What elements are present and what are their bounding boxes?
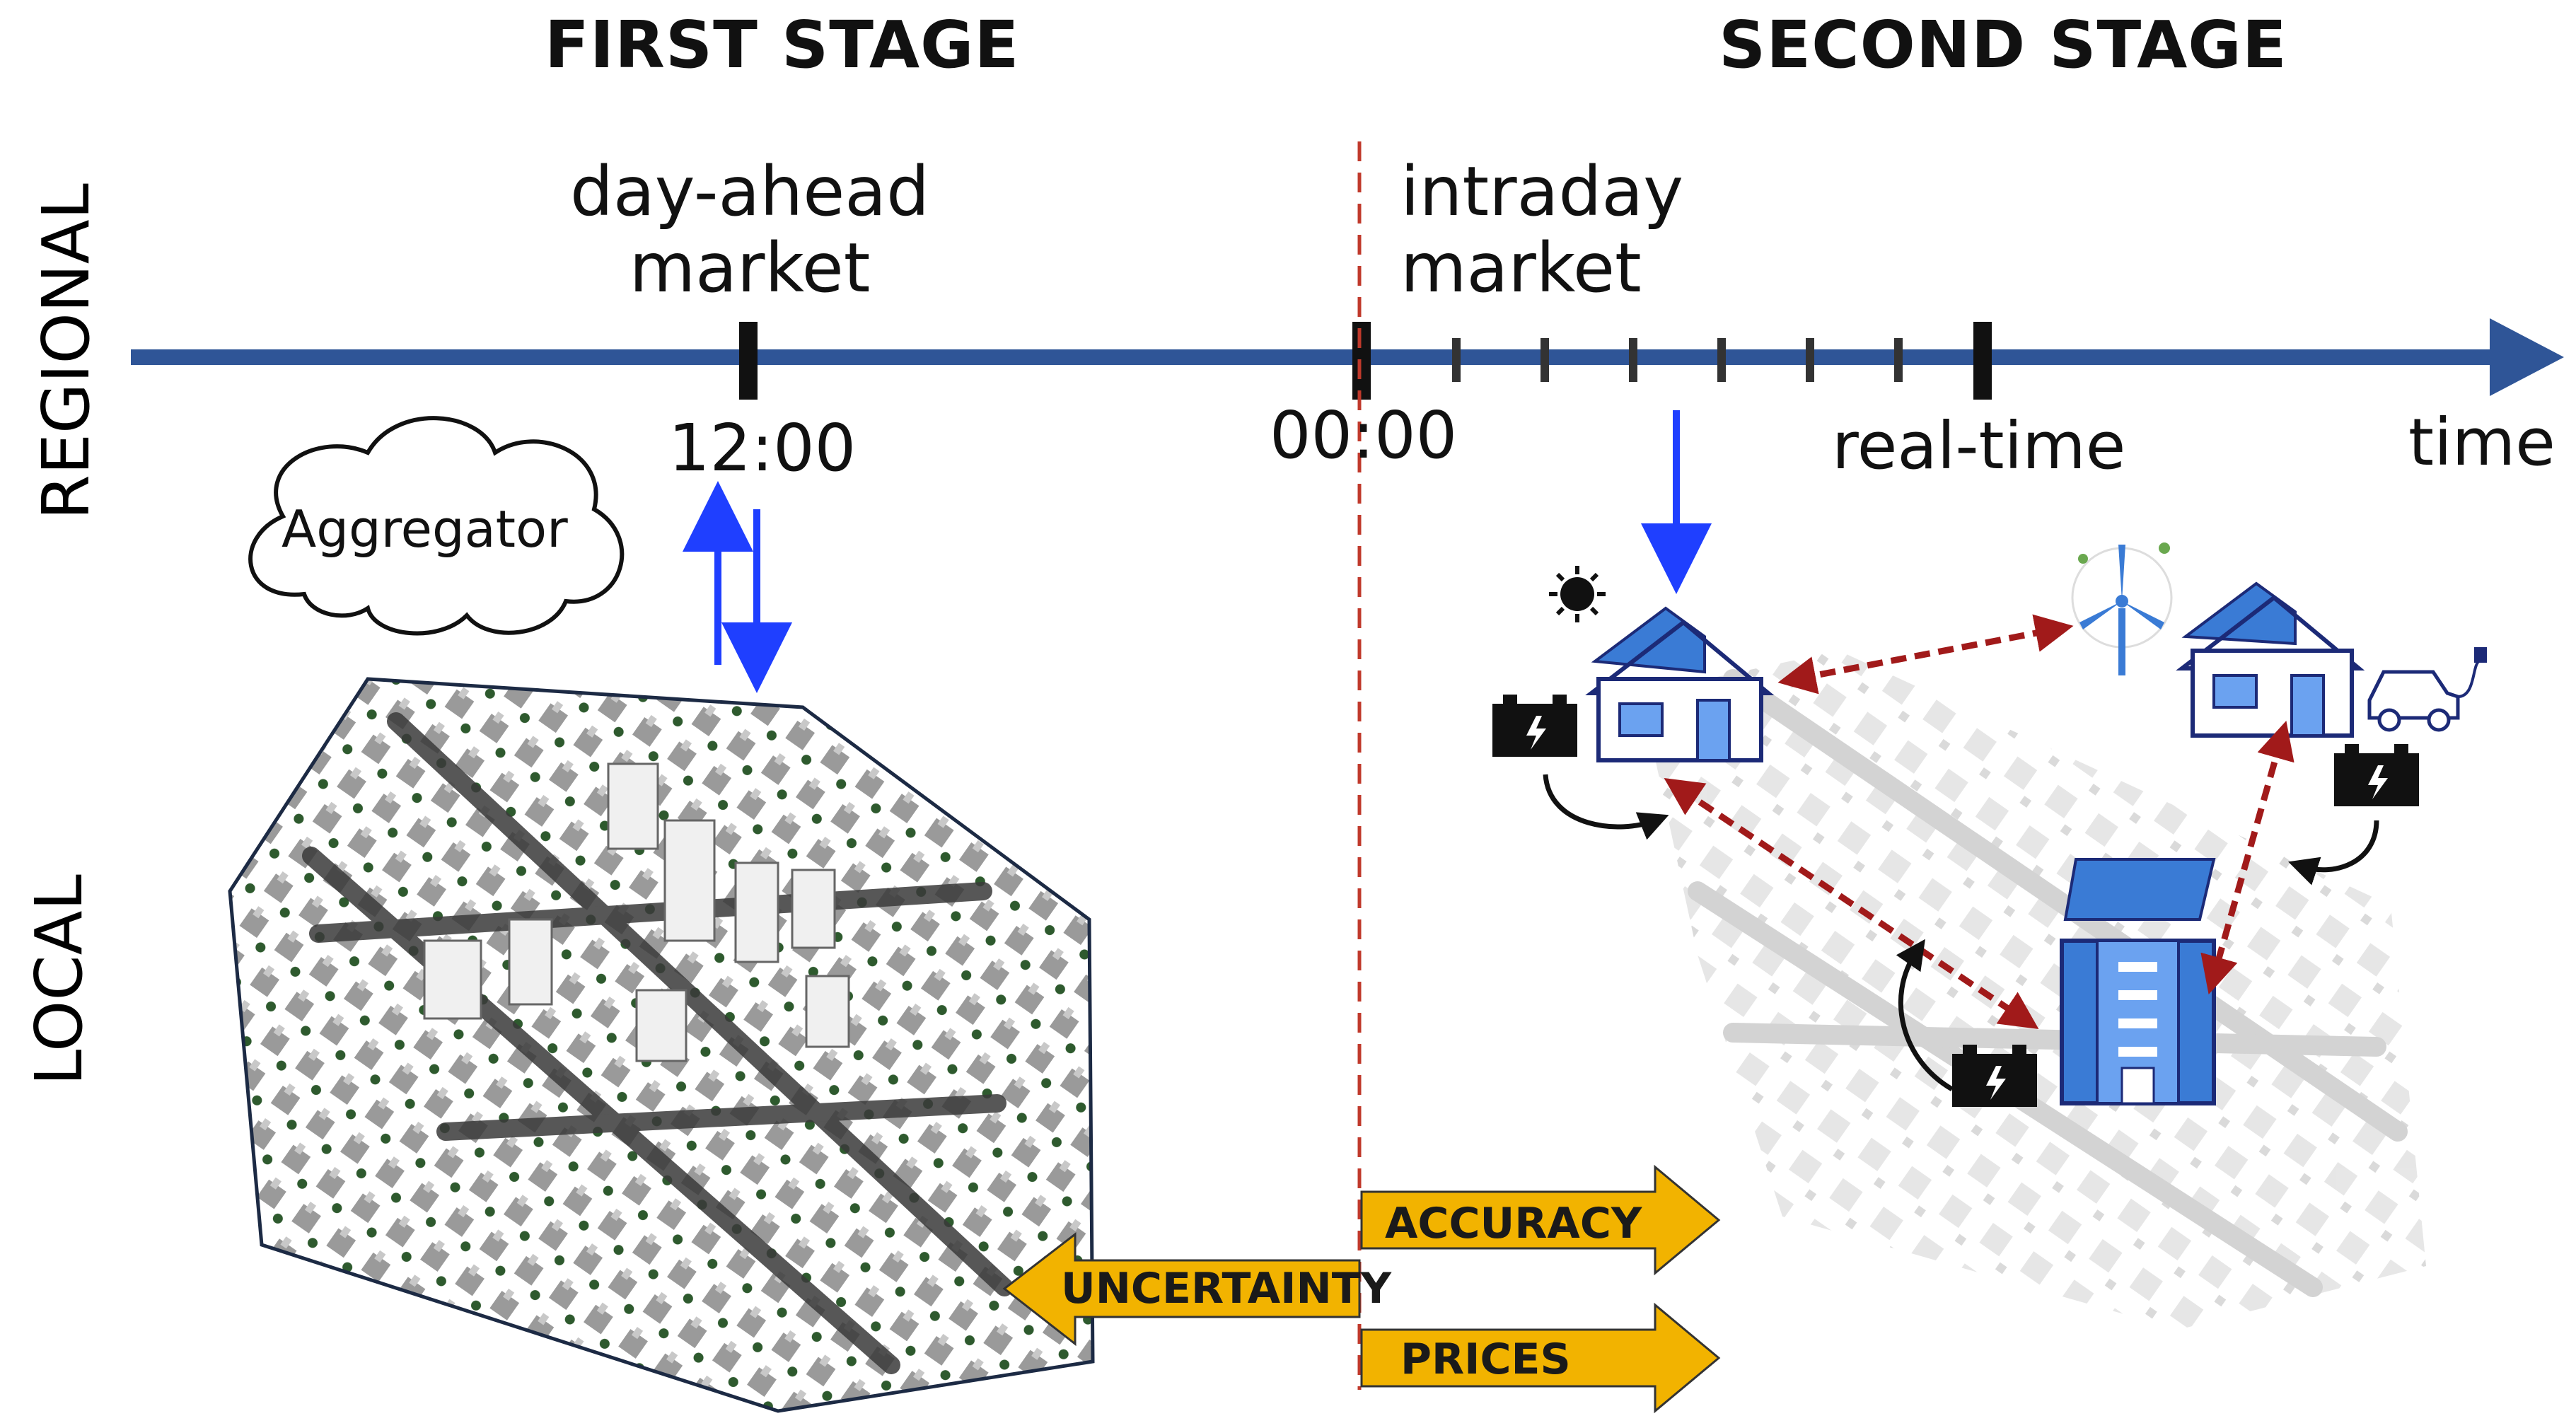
battery-icon-right bbox=[2334, 744, 2419, 806]
intraday-ticks bbox=[1452, 338, 1903, 382]
day-ahead-market-label: day-ahead market bbox=[552, 152, 948, 308]
uncertainty-label: UNCERTAINTY bbox=[1061, 1264, 1392, 1313]
time-axis-label: time bbox=[2408, 405, 2555, 480]
real-time-label: real-time bbox=[1832, 408, 2126, 484]
second-stage-title: SECOND STAGE bbox=[1719, 7, 2287, 83]
regional-label: REGIONAL bbox=[28, 183, 104, 520]
local-city-map bbox=[228, 677, 1095, 1413]
label-arrows bbox=[1002, 1164, 1721, 1414]
electric-car-icon bbox=[2367, 647, 2487, 732]
battery-icon-left bbox=[1492, 695, 1577, 757]
battery-charge-arrows bbox=[1543, 774, 2379, 1092]
intraday-line1: intraday bbox=[1400, 152, 1684, 231]
noon-label: 12:00 bbox=[668, 410, 857, 486]
first-stage-title: FIRST STAGE bbox=[545, 7, 1020, 83]
solar-house-icon-left bbox=[1585, 606, 1775, 762]
wind-turbine-icon bbox=[2071, 542, 2173, 675]
prices-arrow bbox=[1360, 1302, 1721, 1414]
accuracy-label: ACCURACY bbox=[1385, 1199, 1642, 1248]
accuracy-arrow bbox=[1360, 1164, 1721, 1276]
midnight-tick bbox=[1352, 322, 1371, 400]
timeline bbox=[131, 318, 2564, 400]
office-building-icon bbox=[2060, 858, 2216, 1105]
aggregator-cloud-icon bbox=[248, 416, 625, 636]
midnight-label: 00:00 bbox=[1270, 397, 1458, 473]
uncertainty-arrow bbox=[1002, 1231, 1361, 1347]
energy-exchange-arrows bbox=[1664, 614, 2294, 1030]
day-ahead-line2: market bbox=[629, 228, 871, 308]
noon-tick bbox=[739, 322, 758, 400]
local-label: LOCAL bbox=[21, 874, 97, 1086]
day-ahead-line1: day-ahead bbox=[569, 152, 930, 231]
aggregator-label: Aggregator bbox=[282, 499, 568, 559]
solar-house-icon-right bbox=[2176, 581, 2365, 738]
prices-label: PRICES bbox=[1400, 1335, 1571, 1384]
battery-icon-center bbox=[1952, 1045, 2037, 1107]
real-time-tick bbox=[1973, 322, 1992, 400]
intraday-market-label: intraday market bbox=[1400, 152, 1684, 308]
intraday-line2: market bbox=[1400, 228, 1642, 308]
sun-icon bbox=[1549, 566, 1606, 622]
